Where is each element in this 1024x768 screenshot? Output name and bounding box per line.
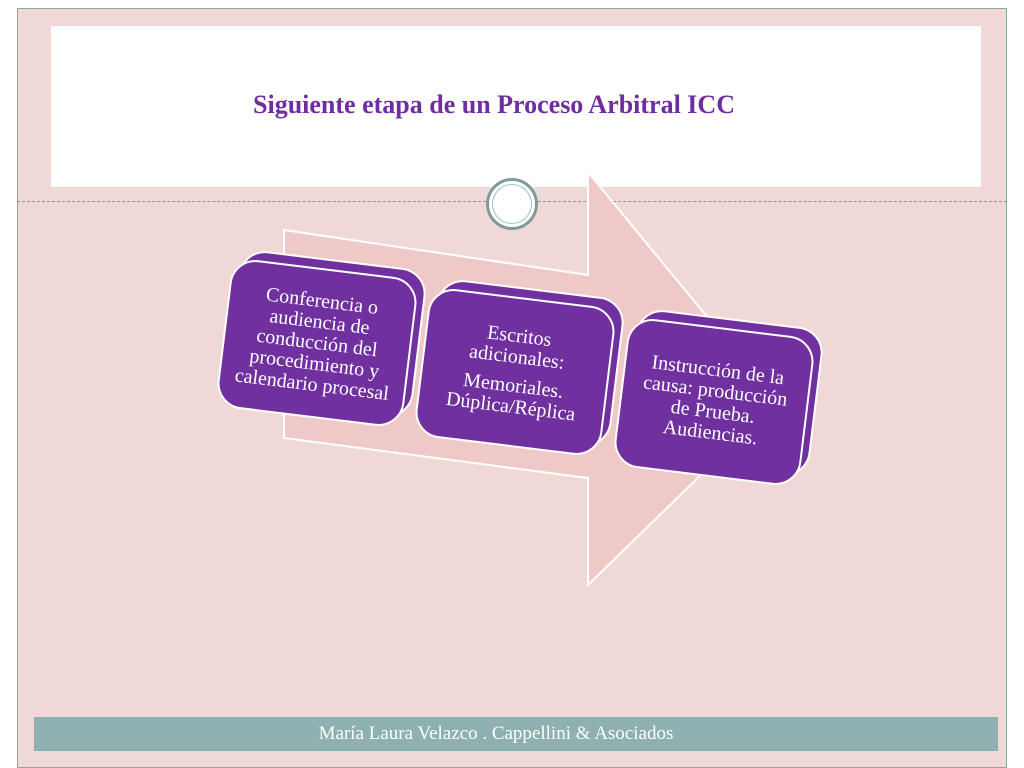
- footer-text: María Laura Velazco . Cappellini & Asoci…: [318, 723, 674, 744]
- step-box-3: Instrucción de la causa: producción de P…: [611, 316, 817, 488]
- step-box-2: Escritos adicionales: Memoriales. Dúplic…: [412, 286, 618, 458]
- slide-title: Siguiente etapa de un Proceso Arbitral I…: [253, 90, 735, 119]
- step-box-1: Conferencia o audiencia de conducción de…: [214, 257, 420, 429]
- footer-bar: María Laura Velazco . Cappellini & Asoci…: [34, 717, 998, 751]
- title-panel: Siguiente etapa de un Proceso Arbitral I…: [51, 26, 981, 187]
- divider-circle: [486, 178, 538, 230]
- step-2-line: adicionales:: [468, 340, 566, 374]
